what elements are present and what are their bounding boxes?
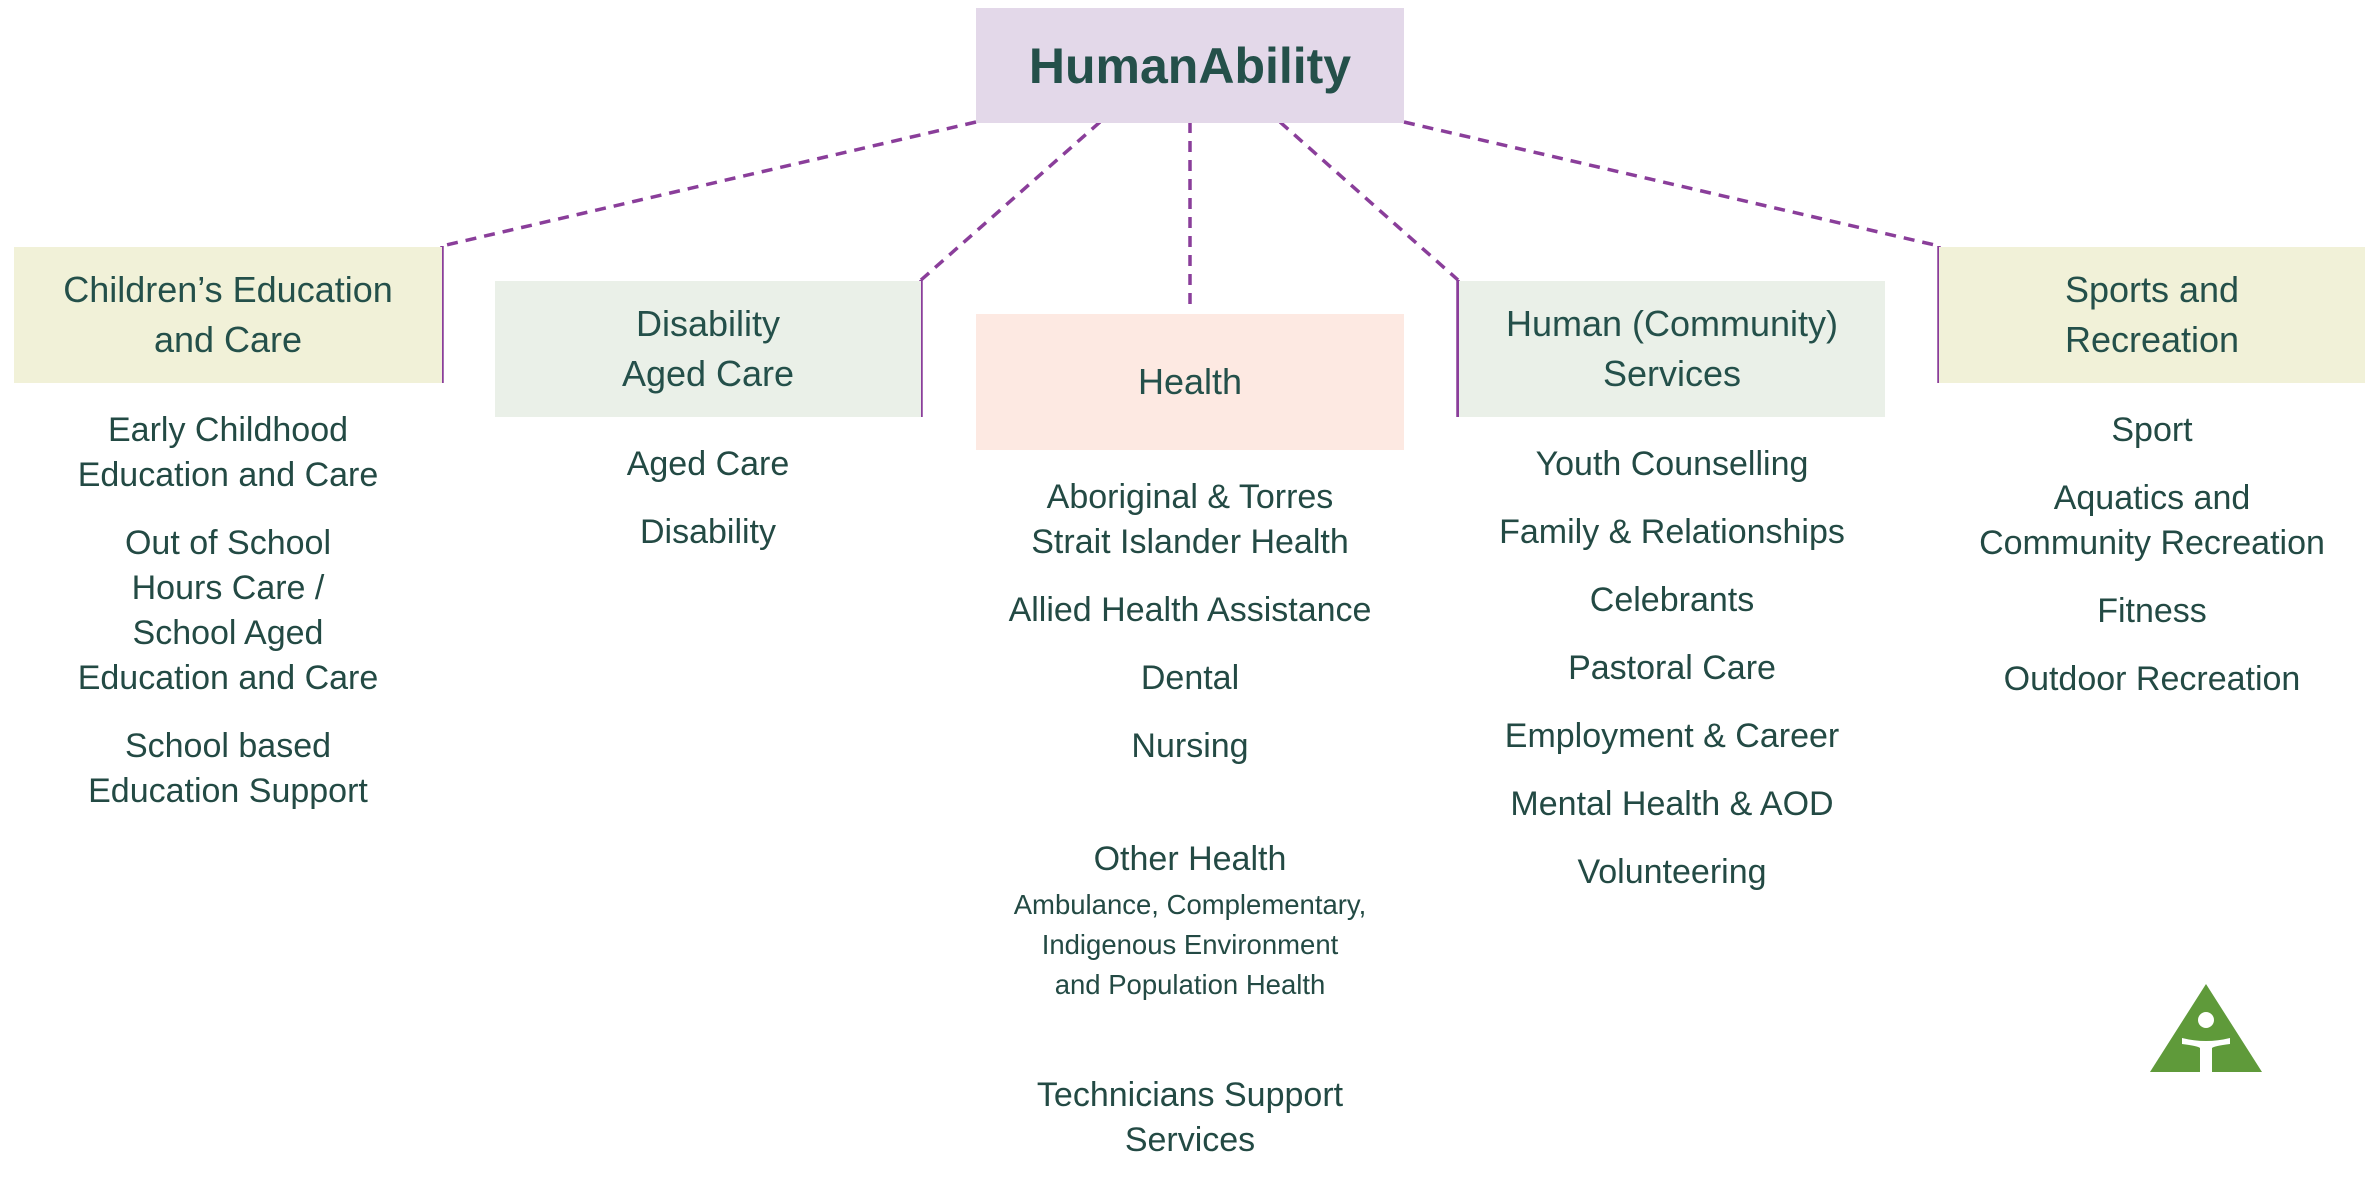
connector-human-services — [1278, 120, 1460, 282]
connector-lines — [440, 120, 1941, 417]
list-item: Mental Health & AOD — [1510, 785, 1834, 823]
category-items-health: Aboriginal & Torres Strait Islander Heal… — [976, 475, 1404, 1186]
list-item: Technicians Support Services — [1036, 1076, 1344, 1159]
list-item: Pastoral Care — [1568, 649, 1776, 687]
list-item: Allied Health Assistance — [1008, 591, 1372, 629]
connector-children — [441, 120, 977, 248]
category-title: Disability Aged Care — [621, 302, 795, 394]
list-item: Aged Care — [626, 445, 790, 483]
root-node: HumanAbility — [976, 8, 1404, 123]
list-item: Other Health Ambulance, Complementary, I… — [976, 792, 1404, 1050]
list-item: School based Education Support — [88, 727, 368, 810]
category-title: Health — [1137, 360, 1243, 402]
category-header-disability-aged-care: Disability Aged Care — [495, 281, 921, 417]
list-item: Outdoor Recreation — [2003, 660, 2301, 698]
list-item: Early Childhood Education and Care — [77, 411, 379, 494]
list-item: Dental — [1140, 659, 1240, 697]
category-items-human-community-services: Youth Counselling Family & Relationships… — [1459, 442, 1885, 918]
category-header-health: Health — [976, 314, 1404, 450]
connector-sports — [1403, 120, 1940, 248]
root-title: HumanAbility — [1028, 37, 1352, 94]
connector-disability — [919, 120, 1102, 282]
list-item: Aboriginal & Torres Strait Islander Heal… — [1031, 478, 1349, 561]
category-title: Human (Community) Services — [1505, 302, 1839, 394]
list-item: Out of School Hours Care / School Aged E… — [77, 524, 379, 697]
list-item: Fitness — [2097, 592, 2207, 630]
list-item: Disability — [639, 513, 777, 551]
category-header-sports-recreation: Sports and Recreation — [1939, 247, 2365, 383]
list-item-label: Other Health — [1093, 840, 1287, 878]
category-header-childrens-education: Children’s Education and Care — [14, 247, 442, 383]
category-items-sports-recreation: Sport Aquatics and Community Recreation … — [1939, 408, 2365, 725]
list-item: Nursing — [1131, 727, 1249, 765]
category-title: Children’s Education and Care — [63, 268, 393, 360]
list-item: Youth Counselling — [1535, 445, 1809, 483]
category-items-childrens-education: Early Childhood Education and Care Out o… — [14, 408, 442, 837]
list-item: Aquatics and Community Recreation — [1979, 479, 2325, 562]
category-title: Sports and Recreation — [2064, 268, 2240, 360]
list-item: Sport — [2111, 411, 2193, 449]
list-item: Employment & Career — [1504, 717, 1840, 755]
list-item-subtext: Ambulance, Complementary, Indigenous Env… — [1013, 889, 1367, 1000]
category-items-disability-aged-care: Aged Care Disability — [495, 442, 921, 578]
list-item: Volunteering — [1577, 853, 1767, 891]
list-item: Family & Relationships — [1499, 513, 1845, 551]
list-item: Celebrants — [1589, 581, 1755, 619]
category-header-human-community-services: Human (Community) Services — [1459, 281, 1885, 417]
humanability-logo-icon — [2150, 984, 2262, 1072]
